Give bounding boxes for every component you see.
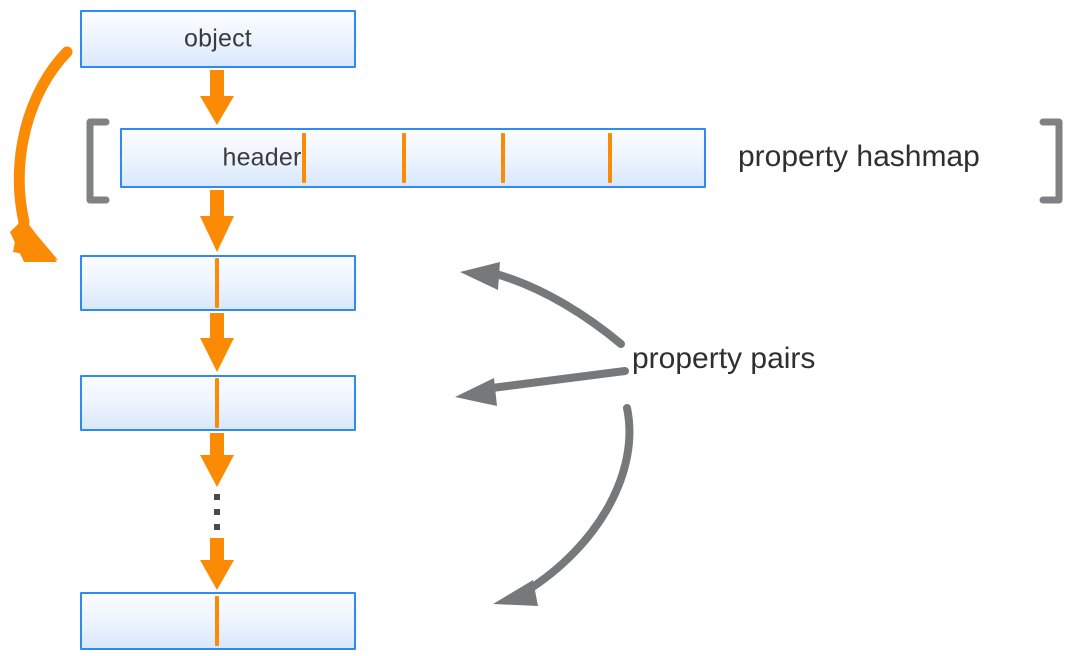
object-box[interactable]: object: [80, 10, 356, 68]
hashmap-tick-3: [501, 133, 505, 183]
arrow-down-icon-pair-1-to-pair-2: [200, 313, 234, 372]
object-box-label: object: [184, 24, 252, 53]
chain-line-in-pair-last: [215, 596, 219, 646]
property-hashmap-box[interactable]: header: [120, 128, 706, 188]
right-bracket: [1039, 118, 1063, 204]
ellipsis-dot-1: [214, 494, 220, 500]
gray-curved-arrow-to-pair-1: [460, 262, 625, 348]
arrow-down-icon-pair-2-to-ellipsis: [200, 433, 234, 487]
property-pairs-caption: property pairs: [632, 342, 816, 375]
hashmap-tick-4: [608, 133, 612, 183]
gray-straight-arrow-to-pair-2: [455, 367, 629, 406]
orange-curved-arrow: [10, 46, 73, 262]
arrow-down-icon-header-to-pair-1: [200, 190, 234, 252]
arrow-down-icon-ellipsis-to-pair-last: [200, 538, 234, 590]
gray-curved-arrow-to-pair-last: [493, 404, 634, 606]
property-hashmap-caption: property hashmap: [738, 140, 980, 173]
hashmap-tick-2: [402, 133, 406, 183]
header-cell-label: header: [222, 143, 302, 172]
arrow-down-icon-object-to-header: [200, 70, 234, 125]
left-bracket: [86, 118, 110, 204]
ellipsis-dot-3: [214, 524, 220, 530]
chain-line-in-pair-1: [215, 258, 219, 308]
ellipsis-dot-2: [214, 509, 220, 515]
hashmap-tick-1: [302, 133, 306, 183]
chain-line-in-pair-2: [215, 378, 219, 428]
